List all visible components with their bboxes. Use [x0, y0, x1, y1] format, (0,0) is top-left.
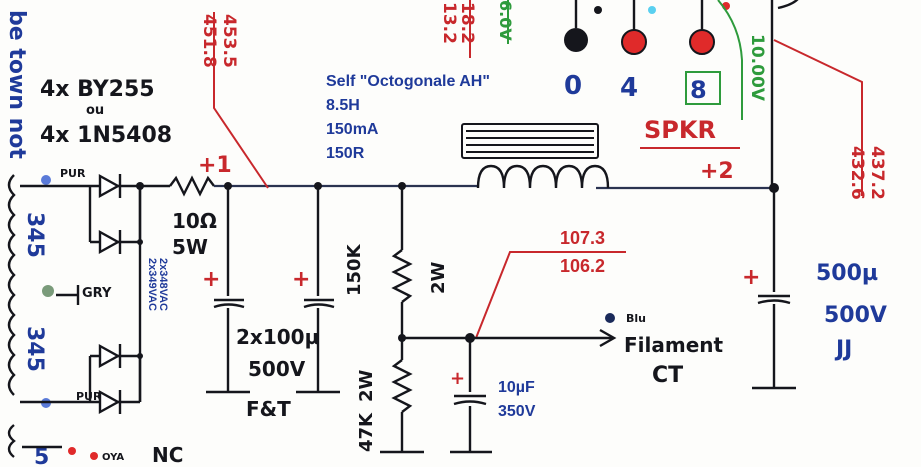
small-black-dot [594, 6, 602, 14]
divider-top-power: 2W [428, 261, 449, 294]
blue-wire-dot [605, 313, 615, 323]
speaker-tap-0: 0 [564, 71, 582, 101]
node-1-leader [213, 12, 269, 189]
cap-plus-1: + [202, 267, 220, 292]
node-1-label: +1 [198, 153, 232, 178]
cyan-dot [648, 6, 656, 14]
choke-winding [476, 164, 610, 189]
divider-leader [475, 251, 626, 339]
voltage-divider [380, 186, 470, 454]
cap-10-voltage: 350V [498, 403, 536, 420]
choke-resistance: 150R [326, 145, 365, 162]
caps-2x100-voltage: 500V [248, 357, 306, 381]
cap-10-value: 10µF [498, 379, 535, 396]
side-text: be town not [4, 10, 29, 159]
transformer-secondary-winding [7, 174, 16, 458]
choke-name: Self "Octogonale AH" [326, 73, 490, 90]
cap-500-voltage: 500V [824, 303, 887, 328]
divider-bottom-value: 47K [356, 412, 377, 452]
diodes-label-b: 4x 1N5408 [40, 123, 172, 148]
resistor-10ohm-power: 5W [172, 235, 208, 259]
resistor-10ohm [169, 175, 215, 197]
orange-tag: OYA [102, 452, 124, 463]
filament-arrow [470, 328, 617, 348]
divider-voltage-a: 107.3 [560, 228, 605, 248]
filament-wire-tag: Blu [626, 312, 646, 325]
orange-wire-dot [90, 452, 98, 460]
cap-500-plus: + [742, 265, 760, 290]
filter-cap-500 [752, 188, 796, 390]
diode-symbols [98, 173, 122, 415]
speaker-terminal-4-icon [621, 29, 647, 55]
diodes-or: ou [86, 103, 104, 118]
caps-2x100-value: 2x100µ [236, 325, 320, 349]
node-2-leader [773, 39, 863, 196]
pur-tag-top: PUR [60, 167, 86, 180]
ot-lead-curve [777, 0, 799, 10]
divider-mid-node [398, 334, 406, 342]
choke-inductance: 8.5H [326, 97, 360, 114]
choke-current: 150mA [326, 121, 379, 138]
caps-2x100-brand: F&T [246, 397, 291, 421]
red-wire-dot [68, 447, 76, 455]
divider-bottom-power: 2W [356, 369, 377, 402]
cap-plus-2: + [292, 267, 310, 292]
diodes-label-a: 4x BY255 [40, 77, 155, 102]
filament-ct: CT [652, 363, 683, 388]
speaker-label: SPKR [644, 116, 716, 144]
speaker-voltage-green: 10.00V [747, 34, 767, 102]
resistor-10ohm-value: 10Ω [172, 209, 217, 233]
cap-10-plus: + [450, 368, 465, 389]
winding-label-top: 345 [22, 212, 47, 258]
nc-label: NC [152, 443, 183, 467]
vac-label-b: 2x348VAC [157, 258, 169, 311]
top-voltage-a: 18.2 [457, 2, 477, 44]
node-1-voltage-a: 453.5 [219, 14, 239, 68]
five-label: 5 [34, 445, 49, 467]
divider-voltage-b: 106.2 [560, 256, 605, 276]
cap-500-brand: JJ [834, 337, 852, 362]
grey-tag: GRY [82, 286, 112, 301]
speaker-terminal-0-icon [564, 28, 588, 52]
filament-bias-cap [450, 338, 492, 454]
speaker-tap-8: 8 [690, 76, 707, 104]
node-1-voltage-b: 451.8 [199, 14, 219, 68]
filament-label: Filament [624, 333, 724, 357]
top-voltage-b: 13.2 [439, 2, 459, 44]
node-2-voltage-a: 437.2 [867, 146, 887, 200]
b-plus-rail [214, 184, 776, 190]
winding-taps [20, 184, 90, 449]
top-voltage-green: 6.0V [496, 0, 515, 41]
cap-500-value: 500µ [816, 261, 878, 286]
filter-caps-2x100 [206, 186, 340, 394]
bridge-node [136, 182, 144, 190]
node-2-voltage-b: 432.6 [847, 146, 867, 200]
bridge-node-low [137, 353, 143, 359]
purple-wire-dot-top [41, 175, 51, 185]
grey-wire-dot [42, 285, 54, 297]
node-2-label: +2 [700, 159, 734, 184]
winding-label-bottom: 345 [22, 326, 47, 372]
speaker-terminal-8-icon [689, 29, 715, 55]
speaker-green-leader [717, 0, 743, 120]
divider-top-value: 150K [344, 243, 365, 296]
speaker-tap-4: 4 [620, 73, 638, 103]
speaker-terminals [564, 0, 730, 55]
vac-label-a: 2x349VAC [146, 258, 158, 311]
choke-core [461, 123, 599, 159]
speaker-tap-8-box [685, 71, 721, 105]
bridge-node-mid [137, 239, 143, 245]
